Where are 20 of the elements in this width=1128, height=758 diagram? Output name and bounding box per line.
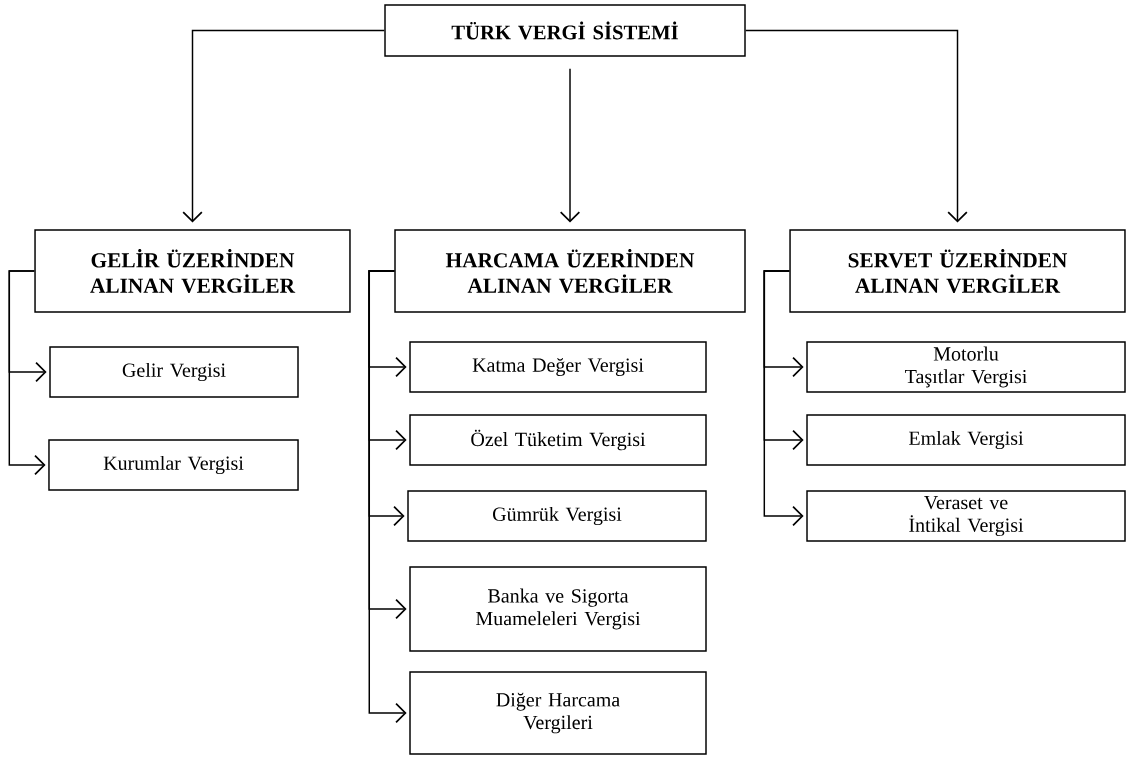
arrow — [745, 29, 968, 223]
tax-box: Diğer Harcama Vergileri — [409, 671, 707, 755]
tax-box: Emlak Vergisi — [806, 414, 1126, 466]
arrow — [763, 270, 804, 527]
arrow — [559, 67, 581, 223]
arrow — [182, 29, 385, 223]
tax-box: Gelir Vergisi — [49, 346, 299, 398]
tax-box: Motorlu Taşıtlar Vergisi — [806, 341, 1126, 393]
category-box: SERVET ÜZERİNDEN ALINAN VERGİLER — [789, 229, 1126, 313]
category-box: HARCAMA ÜZERİNDEN ALINAN VERGİLER — [394, 229, 746, 313]
tax-box: Gümrük Vergisi — [407, 490, 707, 542]
tax-box: Özel Tüketim Vergisi — [409, 414, 707, 466]
arrow — [368, 270, 407, 724]
tax-box: Veraset ve İntikal Vergisi — [806, 490, 1126, 542]
category-box: GELİR ÜZERİNDEN ALINAN VERGİLER — [34, 229, 351, 313]
title-box: TÜRK VERGİ SİSTEMİ — [384, 4, 746, 57]
tax-box: Banka ve Sigorta Muameleleri Vergisi — [409, 566, 707, 652]
tax-box: Kurumlar Vergisi — [48, 439, 299, 491]
tax-box: Katma Değer Vergisi — [409, 341, 707, 393]
arrow — [8, 270, 46, 476]
